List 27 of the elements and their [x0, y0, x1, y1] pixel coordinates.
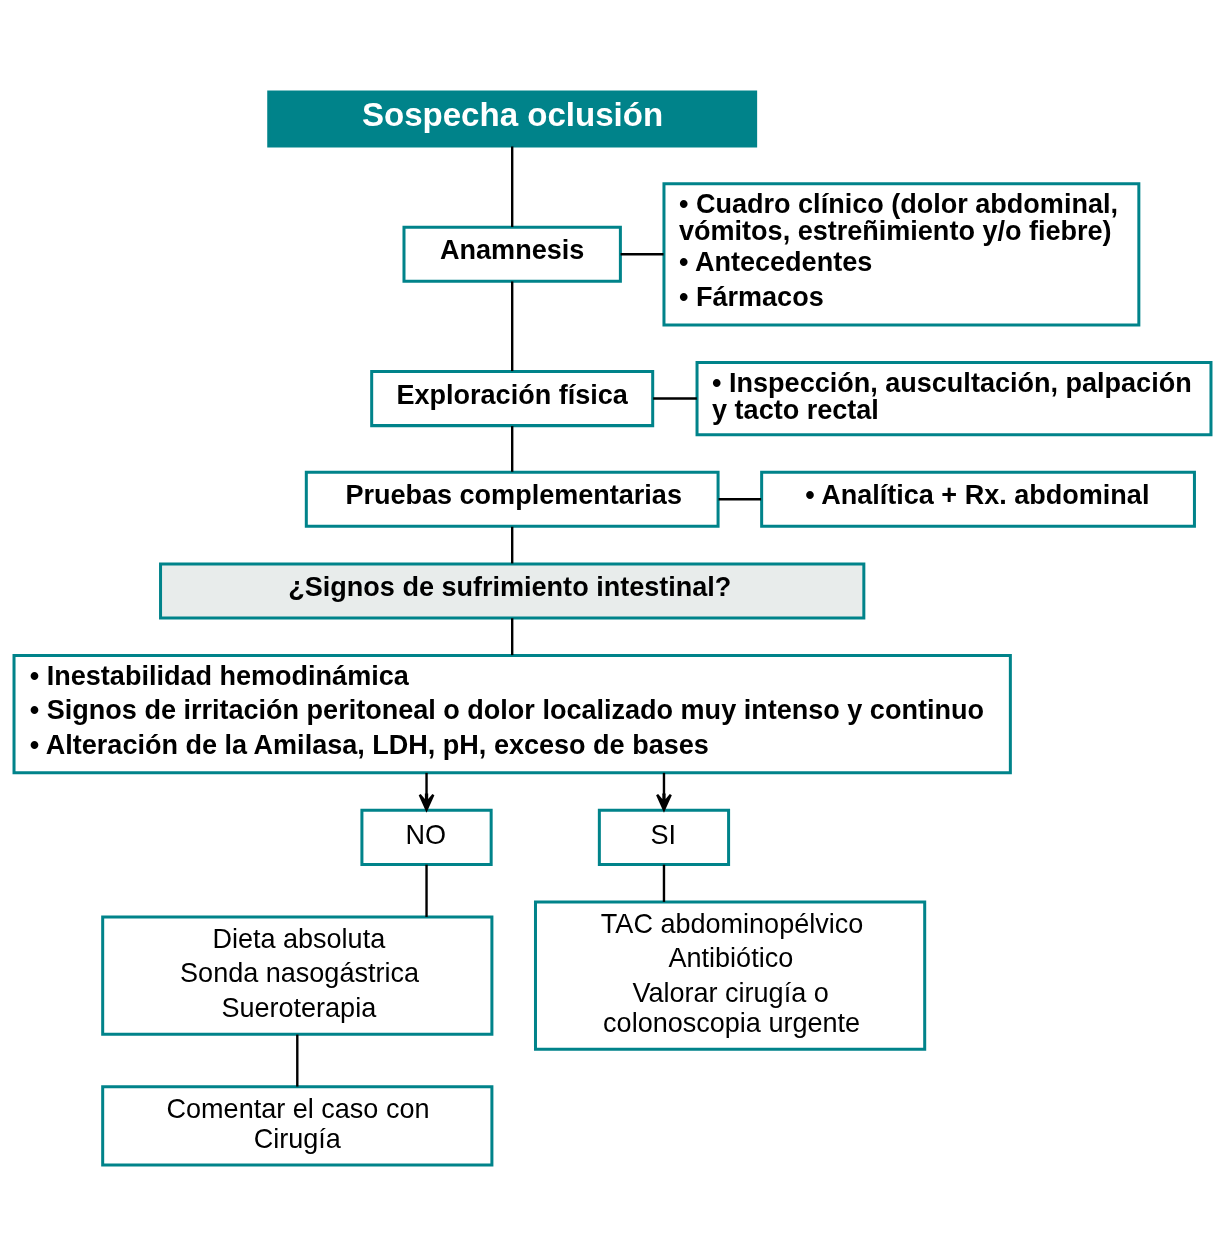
node-box: • Analítica + Rx. abdominal: [760, 470, 1196, 528]
connector: [511, 146, 514, 227]
node-box: NO: [360, 808, 493, 866]
node-box: Anamnesis: [402, 225, 622, 283]
connector: [511, 426, 514, 472]
connector: [653, 397, 697, 400]
connector: [662, 864, 666, 902]
connector: [511, 281, 514, 372]
node-box: Pruebas complementarias: [304, 470, 720, 528]
node-box: • Inspección, auscultación, palpación y tacto rectal: [695, 361, 1213, 437]
connector: [718, 498, 762, 501]
node-box: Comentar el caso con Cirugía: [101, 1085, 494, 1167]
node-box: SI: [597, 808, 731, 866]
node-box: Sospecha oclusión: [267, 90, 758, 148]
node-box: • Cuadro clínico (dolor abdominal, vómitos, estreñimiento y/o fiebre) • Antecedentes • Fármacos: [662, 182, 1141, 327]
connector: [511, 526, 514, 564]
node-box: TAC abdominopélvico Antibiótico Valorar cirugía o colonoscopia urgente: [533, 900, 927, 1051]
node-box: • Inestabilidad hemodinámica • Signos de irritación peritoneal o dolor localizado muy intenso y continuo • Alteración de la Amilasa, LDH, pH, exceso de bases: [12, 654, 1012, 775]
node-box: Exploración física: [370, 370, 655, 428]
node-box: Dieta absoluta Sonda nasogástrica Sueroterapia: [101, 915, 494, 1036]
arrow: [418, 772, 435, 811]
connector: [620, 253, 664, 256]
connector: [425, 864, 428, 917]
node-box: ¿Signos de sufrimiento intestinal?: [159, 562, 866, 620]
arrow: [656, 772, 672, 811]
connector: [511, 618, 514, 656]
connector: [296, 1034, 299, 1087]
